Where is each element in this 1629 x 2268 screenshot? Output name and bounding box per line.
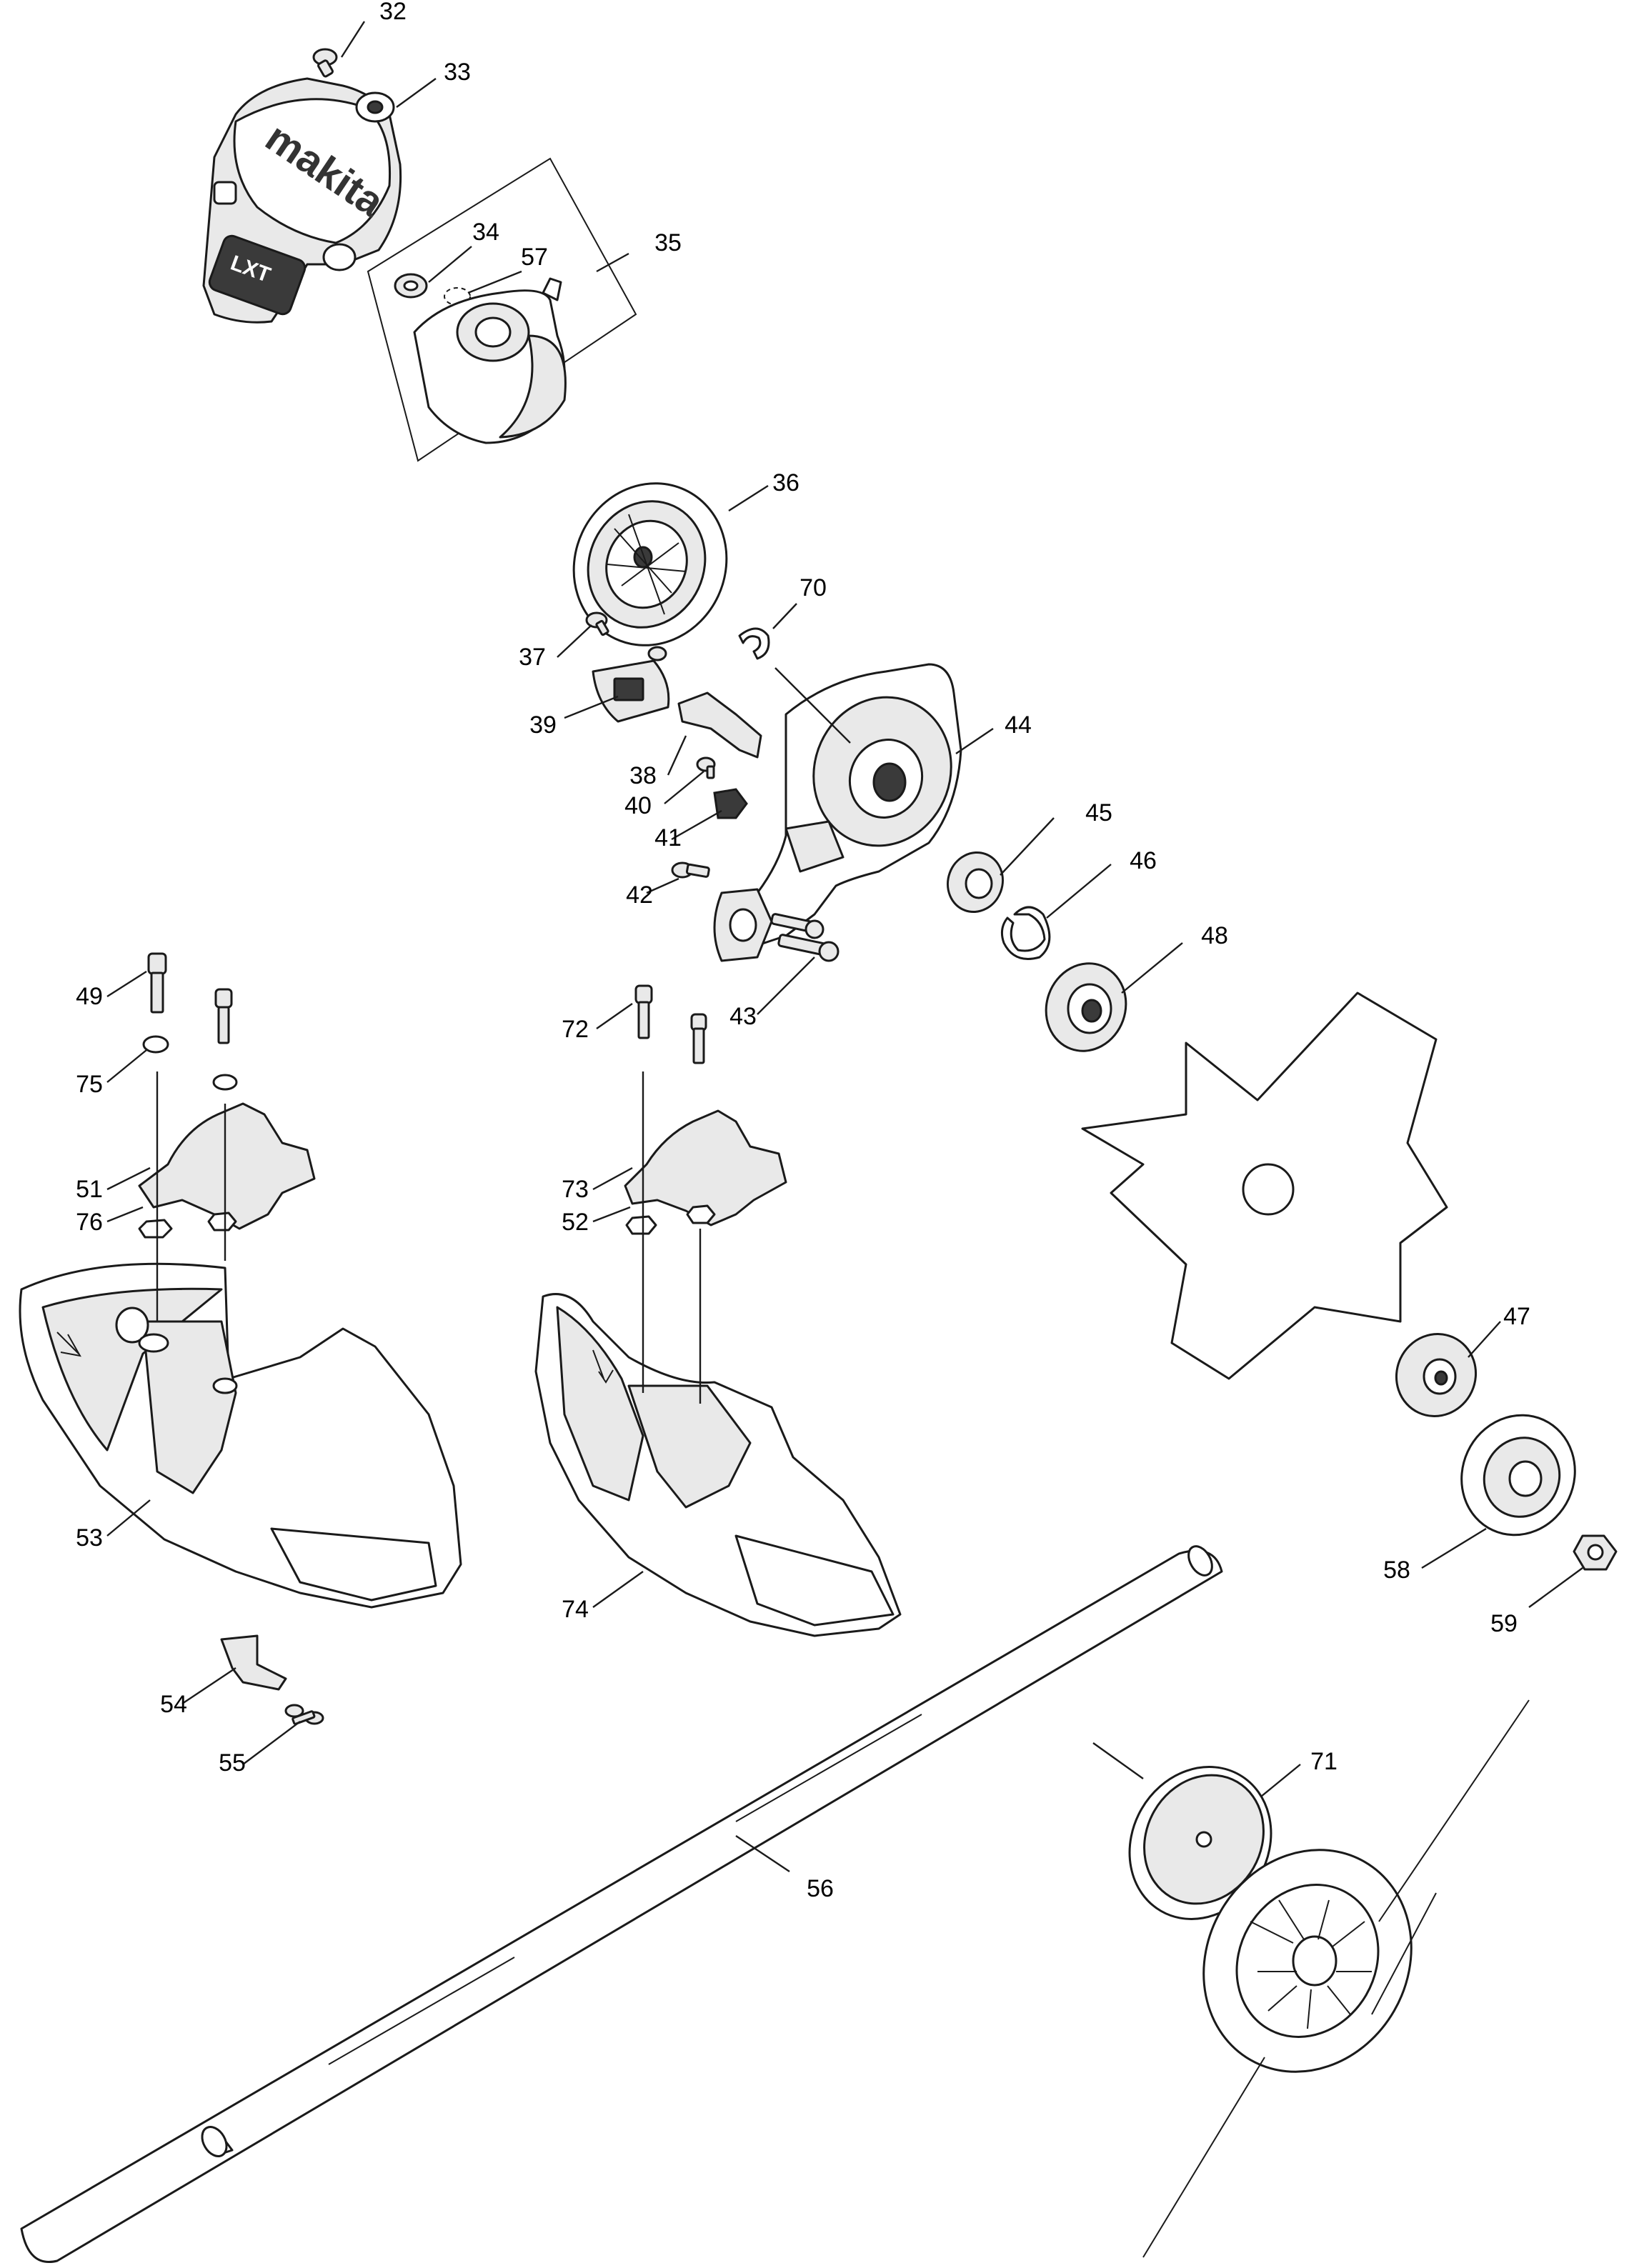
screw-32-drawing: [312, 48, 338, 78]
callout-39: 39: [529, 711, 557, 739]
screw-40-drawing: [696, 756, 716, 779]
rotor-fan-drawing: [572, 482, 728, 646]
callout-52: 52: [562, 1209, 589, 1236]
callout-56: 56: [807, 1875, 834, 1902]
callout-53: 53: [76, 1524, 103, 1552]
screw-37-drawing: [585, 611, 609, 636]
callout-42: 42: [626, 881, 653, 909]
callout-48: 48: [1201, 922, 1228, 949]
callout-71: 71: [1310, 1748, 1337, 1775]
callout-49: 49: [76, 983, 103, 1010]
callout-40: 40: [624, 792, 652, 819]
callout-59: 59: [1490, 1610, 1518, 1637]
hex-nut-left2-drawing: [207, 1212, 237, 1232]
guard-clamp-73-drawing: [624, 1109, 787, 1227]
bearing-drawing: [947, 851, 1004, 914]
guard-clamp-51-drawing: [138, 1102, 316, 1230]
callout-58: 58: [1383, 1557, 1410, 1584]
motor-assembly-drawing: [413, 277, 567, 444]
cover-plate-drawing: [1128, 1766, 1272, 1920]
screw-small-drawing: [647, 646, 667, 661]
nut-drawing: [1573, 1534, 1618, 1571]
snap-ring-drawing: [1000, 906, 1051, 960]
protector-drawing: [1460, 1414, 1576, 1537]
clamp-block-drawing: [713, 788, 748, 819]
callout-73: 73: [562, 1176, 589, 1203]
callout-44: 44: [1005, 711, 1032, 739]
callout-43: 43: [729, 1003, 757, 1030]
trimmer-head-drawing: [1142, 1699, 1530, 2258]
bracket-drawing: [677, 691, 762, 759]
callout-51: 51: [76, 1176, 103, 1203]
motor-cover-drawing: makita LXT: [202, 77, 402, 324]
four-tooth-blade-drawing: [1081, 991, 1448, 1380]
line-guard-drawing: [534, 1293, 902, 1637]
washer-75-drawing: [142, 1035, 169, 1054]
switch-plate-drawing: [592, 659, 670, 723]
hex-nut-52-drawing: [625, 1215, 657, 1235]
bolt-43-drawing: [770, 913, 840, 962]
hex-nut-right2-drawing: [686, 1204, 716, 1224]
callout-35: 35: [654, 229, 682, 256]
blade-holder-drawing: [1395, 1333, 1478, 1417]
hex-socket-bolt-72-drawing: [634, 984, 707, 1064]
callout-57: 57: [521, 244, 548, 271]
callout-55: 55: [219, 1749, 246, 1777]
hex-socket-bolt-49-drawing: [147, 952, 167, 1014]
callout-54: 54: [160, 1691, 187, 1718]
washer-left2-drawing: [212, 1074, 238, 1091]
callout-36: 36: [772, 469, 799, 496]
callout-34: 34: [472, 219, 499, 246]
callout-32: 32: [379, 0, 407, 25]
callout-47: 47: [1503, 1303, 1530, 1330]
leader-lines: [106, 21, 1583, 1872]
callout-41: 41: [654, 824, 682, 851]
screw-42-drawing: [671, 861, 710, 879]
callout-33: 33: [444, 59, 471, 86]
hex-socket-bolt-left2-drawing: [214, 988, 233, 1044]
callout-70: 70: [799, 574, 827, 601]
callout-37: 37: [519, 644, 546, 671]
callout-46: 46: [1130, 847, 1157, 874]
line-cutter-drawing: [220, 1634, 287, 1691]
callout-76: 76: [76, 1209, 103, 1236]
receiver-washer-drawing: [1045, 962, 1127, 1052]
gear-housing-drawing: [713, 663, 962, 962]
callout-72: 72: [562, 1016, 589, 1043]
washer-34-drawing: [394, 273, 428, 299]
blade-guard-drawing: [19, 1262, 462, 1609]
retaining-ring-drawing: [738, 627, 770, 660]
screw-55-drawing: [284, 1704, 324, 1725]
callout-74: 74: [562, 1596, 589, 1623]
callout-38: 38: [629, 762, 657, 789]
motor-assembly-outline: [367, 157, 637, 462]
callout-45: 45: [1085, 799, 1112, 826]
hex-nut-76-drawing: [138, 1219, 173, 1239]
shaft-pipe-drawing: [20, 1545, 1223, 2263]
callout-75: 75: [76, 1071, 103, 1098]
